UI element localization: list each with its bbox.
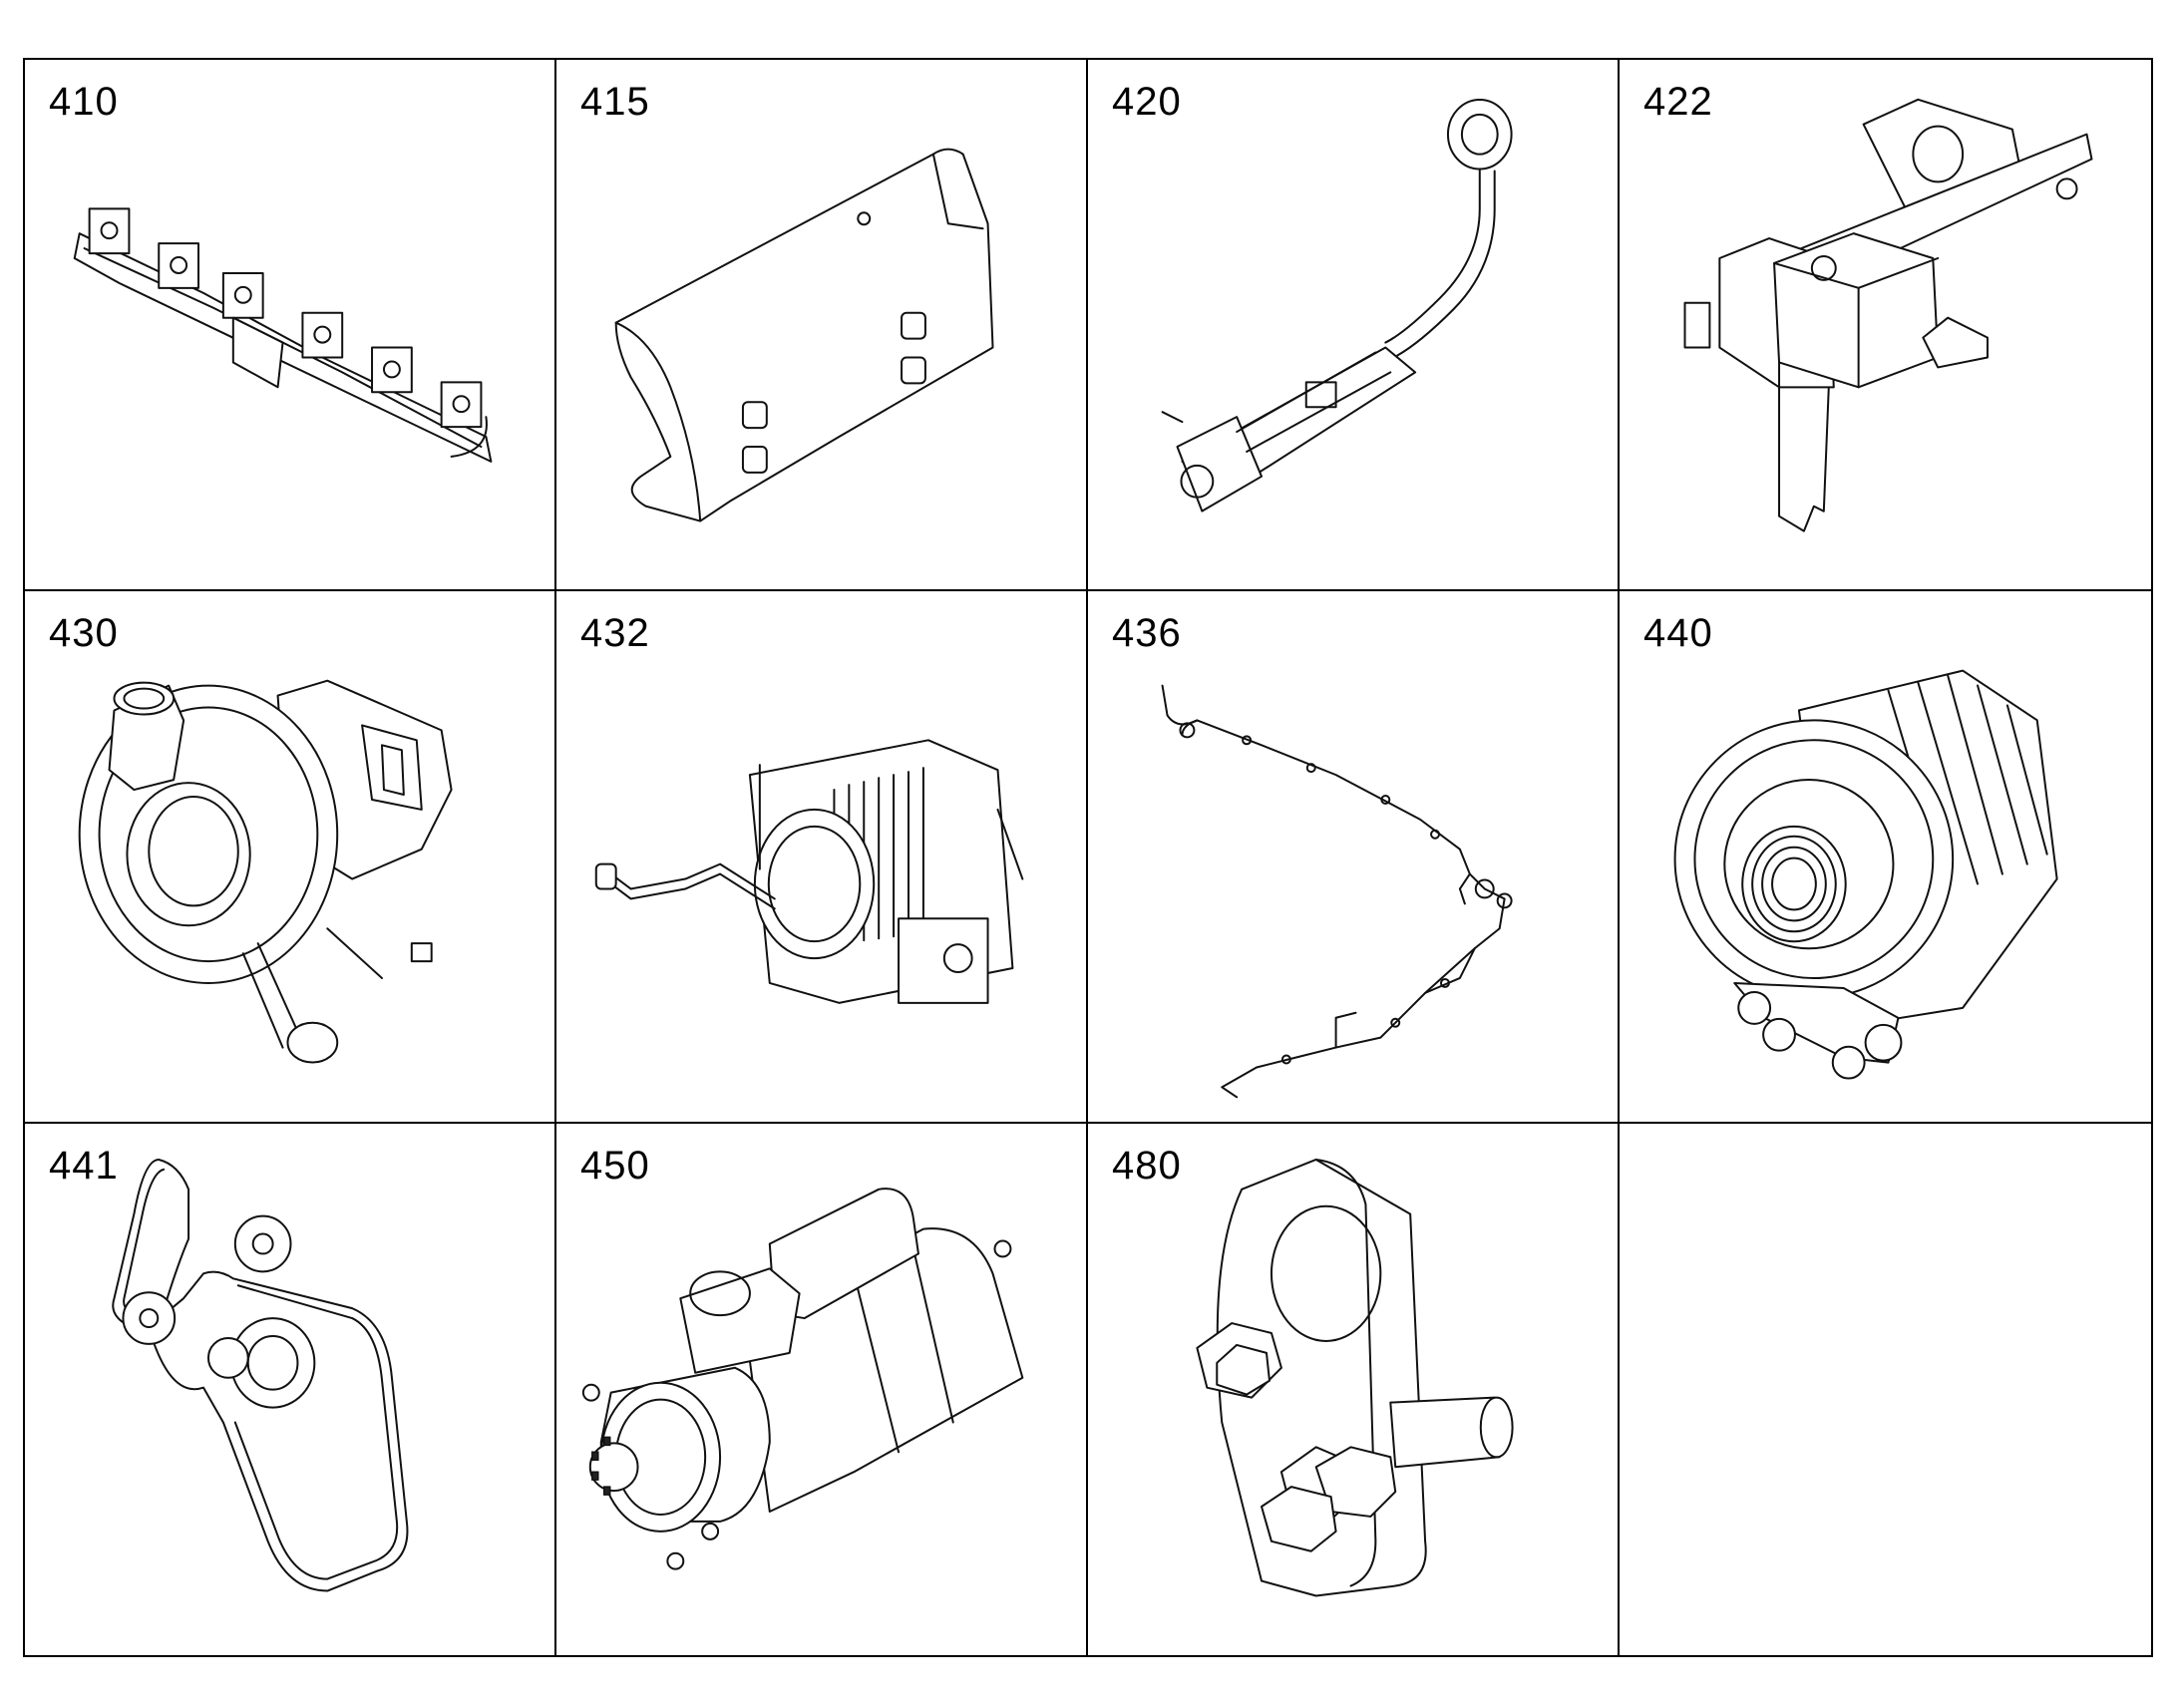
part-cell-441[interactable]: 441	[25, 1123, 556, 1655]
part-number: 450	[580, 1143, 650, 1188]
starter-motor-icon	[556, 1124, 1086, 1655]
mounting-bracket-icon	[1088, 1124, 1618, 1655]
part-cell-420[interactable]: 420	[1088, 60, 1620, 592]
part-number: 422	[1643, 80, 1713, 124]
part-number: 410	[49, 80, 119, 124]
part-cell-450[interactable]: 450	[556, 1123, 1088, 1655]
egr-valve-icon	[556, 591, 1086, 1121]
part-cell-436[interactable]: 436	[1088, 591, 1620, 1124]
part-cell-432[interactable]: 432	[556, 591, 1088, 1124]
part-number: 430	[49, 611, 119, 656]
part-cell-415[interactable]: 415	[556, 60, 1088, 592]
part-cell-422[interactable]: 422	[1620, 60, 2151, 592]
turbocharger-icon	[25, 591, 554, 1121]
bracket-module-icon	[1620, 60, 2151, 589]
part-cell-430[interactable]: 430	[25, 591, 556, 1124]
part-cell-440[interactable]: 440	[1620, 591, 2151, 1124]
exhaust-manifold-icon	[25, 60, 554, 589]
egr-cooler-icon	[1088, 60, 1618, 589]
wiring-harness-icon	[1088, 591, 1618, 1121]
heat-shield-icon	[556, 60, 1086, 589]
parts-grid: 410 415	[23, 58, 2153, 1657]
empty-cell	[1620, 1124, 2151, 1655]
alternator-icon	[1620, 591, 2151, 1121]
part-number: 415	[580, 80, 650, 124]
part-number: 432	[580, 611, 650, 656]
part-number: 420	[1112, 80, 1182, 124]
part-number: 440	[1643, 611, 1713, 656]
part-number: 441	[49, 1143, 119, 1188]
part-number: 436	[1112, 611, 1182, 656]
part-number: 480	[1112, 1143, 1182, 1188]
part-cell-480[interactable]: 480	[1088, 1123, 1620, 1655]
part-cell-410[interactable]: 410	[25, 60, 556, 592]
drive-belt-icon	[25, 1124, 554, 1655]
